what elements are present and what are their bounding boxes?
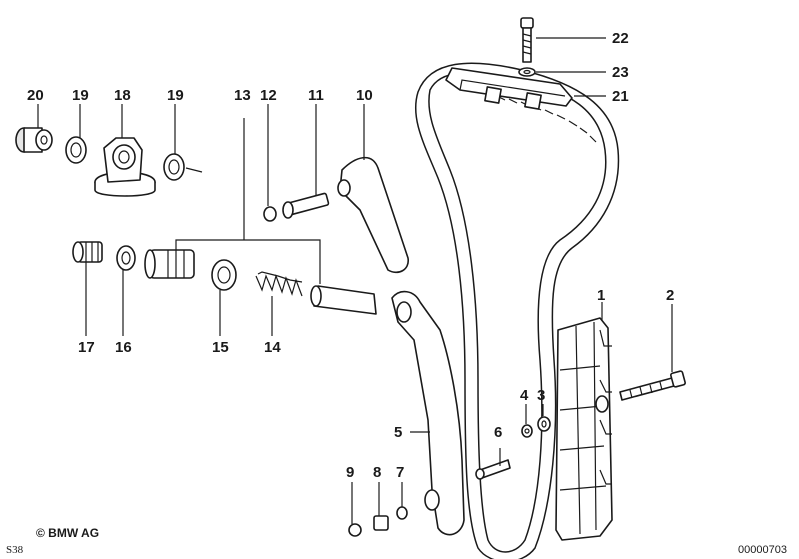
tensioning-rail-upper[interactable] (337, 156, 409, 274)
callout-15: 15 (212, 339, 229, 356)
callout-12: 12 (260, 87, 277, 104)
callout-23: 23 (612, 64, 629, 81)
callout-17: 17 (78, 339, 95, 356)
callout-6: 6 (494, 424, 502, 441)
assembly-bracket-13 (175, 118, 321, 284)
callout-21: 21 (612, 88, 629, 105)
callout-8: 8 (373, 464, 381, 481)
guide-washer[interactable] (518, 67, 536, 77)
seal-ring-15[interactable] (211, 259, 237, 291)
seal-ring-left[interactable] (65, 136, 87, 164)
callout-14: 14 (264, 339, 281, 356)
callout-18: 18 (114, 87, 131, 104)
tensioner-housing-13[interactable] (144, 249, 195, 279)
drawing-number: 00000703 (738, 544, 787, 556)
chain-guide-rail[interactable] (555, 317, 613, 541)
screw-plug[interactable] (15, 127, 53, 153)
guide-bolt-2[interactable] (619, 370, 686, 401)
copyright-label: © BMW AG (36, 526, 99, 540)
callout-9: 9 (346, 464, 354, 481)
tensioner-plug-17[interactable] (72, 241, 103, 263)
compression-spring[interactable] (255, 271, 303, 297)
circlip-9[interactable] (348, 523, 362, 537)
callout-11: 11 (308, 87, 324, 104)
callout-3: 3 (537, 387, 545, 404)
callout-7: 7 (396, 464, 404, 481)
circlip-12[interactable] (263, 206, 277, 222)
callout-4: 4 (520, 387, 529, 404)
callout-22: 22 (612, 30, 629, 47)
bushing-8[interactable] (373, 515, 389, 531)
seal-ring-right[interactable] (163, 153, 185, 181)
callout-numbers: 20 19 18 19 13 12 11 10 17 16 15 14 5 6 … (27, 30, 674, 481)
callout-5: 5 (394, 424, 402, 441)
callout-16: 16 (115, 339, 132, 356)
pivot-pin[interactable] (282, 192, 330, 219)
callout-10: 10 (356, 87, 373, 104)
callout-2: 2 (666, 287, 674, 304)
callout-19-right: 19 (167, 87, 184, 104)
callout-19-left: 19 (72, 87, 89, 104)
washer-4[interactable] (521, 424, 533, 438)
tensioner-housing-cover[interactable] (94, 137, 156, 197)
tensioner-piston[interactable] (310, 285, 377, 315)
upper-chain-guide[interactable] (445, 67, 573, 110)
callout-1: 1 (597, 287, 605, 304)
spacer-sleeve-3[interactable] (537, 416, 551, 432)
guide-bolt[interactable] (520, 17, 534, 63)
washer-7[interactable] (396, 506, 408, 520)
callout-20: 20 (27, 87, 44, 104)
leader-lines (37, 37, 673, 524)
page-code: S38 (6, 544, 24, 556)
callout-13: 13 (234, 87, 251, 104)
seal-ring-16[interactable] (116, 245, 136, 271)
tensioning-rail[interactable] (391, 290, 465, 536)
guide-pin-6[interactable] (475, 459, 511, 480)
